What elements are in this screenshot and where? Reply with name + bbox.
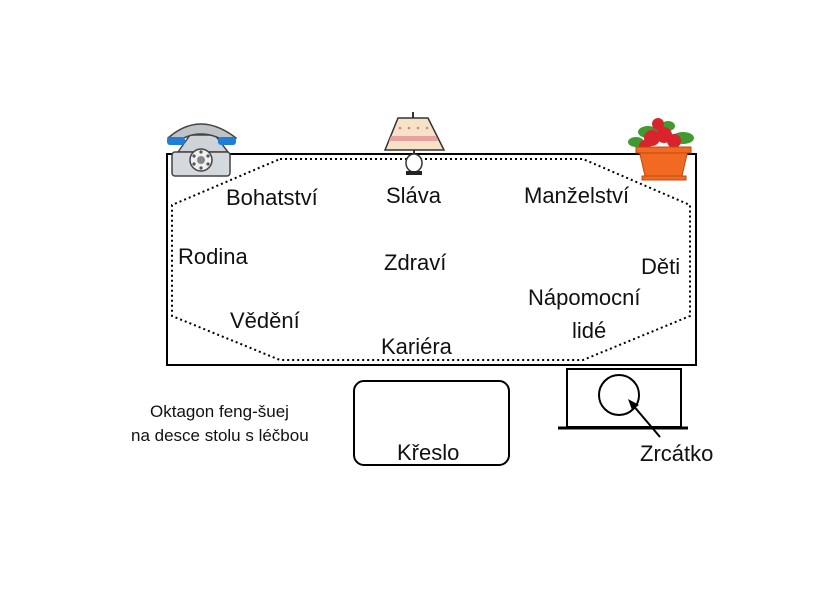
zone-bohatstvi: Bohatství xyxy=(226,185,318,210)
handset-end-right xyxy=(218,137,236,145)
flower-pot-icon xyxy=(628,118,694,181)
chair-box xyxy=(353,380,510,466)
telephone-icon xyxy=(166,123,238,177)
mirror-arrow-line xyxy=(631,403,661,438)
chair-label: Křeslo xyxy=(397,440,459,465)
zone-zdravi: Zdraví xyxy=(384,250,446,275)
zone-slava: Sláva xyxy=(386,183,442,208)
zone-deti: Děti xyxy=(641,254,680,279)
desk-outline xyxy=(166,153,697,366)
lamp-icon xyxy=(383,112,446,175)
handset-end-left xyxy=(167,137,185,145)
zone-vedeni: Vědění xyxy=(230,308,300,333)
zone-kariera: Kariéra xyxy=(381,334,453,359)
caption-line2: na desce stolu s léčbou xyxy=(131,426,309,445)
mirror-arrow-head xyxy=(628,399,639,410)
zone-rodina: Rodina xyxy=(178,244,248,269)
mirror-circle xyxy=(598,374,640,416)
mirror-frame xyxy=(566,368,682,428)
caption-line1: Oktagon feng-šuej xyxy=(150,402,289,421)
zone-napomocni-line1: Nápomocní xyxy=(528,285,641,310)
zone-napomocni-line2: lidé xyxy=(572,318,606,343)
zone-manzelstvi: Manželství xyxy=(524,183,629,208)
bagua-octagon xyxy=(171,158,691,361)
mirror-label: Zrcátko xyxy=(640,441,713,466)
